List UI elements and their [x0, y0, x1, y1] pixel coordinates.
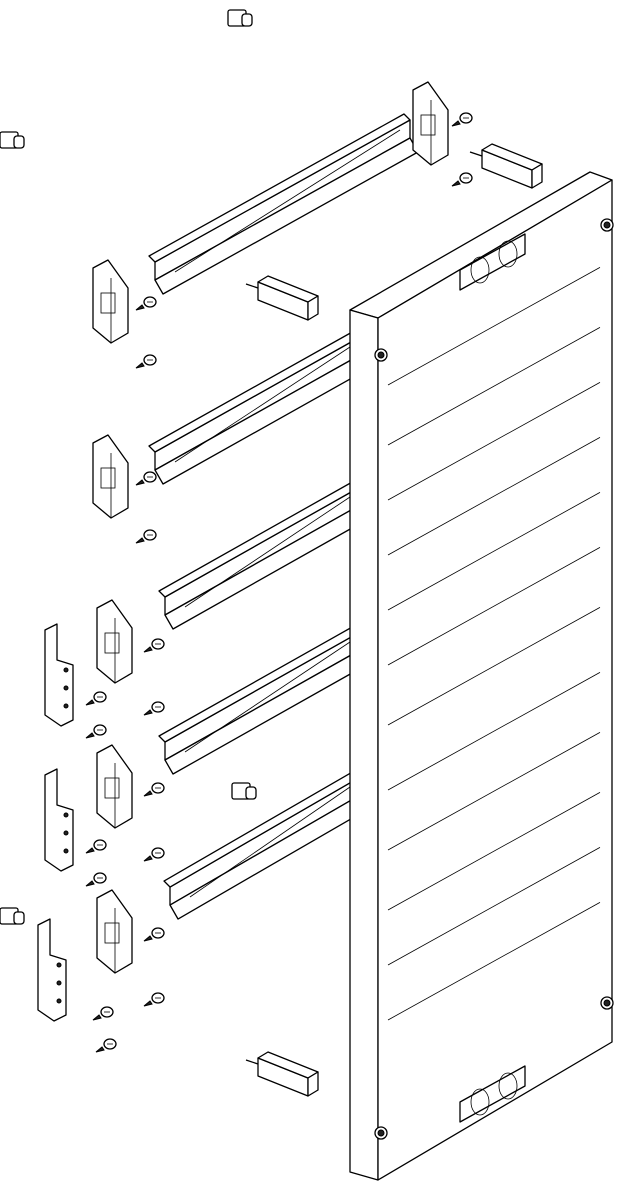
panel-label-line [387, 791, 601, 911]
screw-icon [143, 847, 165, 862]
plug-icon [0, 131, 25, 149]
mounting-rail [163, 770, 369, 920]
panel-label-line [387, 491, 601, 611]
screw-icon [92, 1006, 114, 1021]
connector-block [469, 143, 543, 189]
screw-icon [135, 529, 157, 544]
rail-bracket [96, 599, 133, 684]
screw-icon [143, 701, 165, 716]
connector-block [245, 275, 319, 321]
panel-label-line [387, 266, 601, 386]
screw-icon [451, 172, 473, 187]
mounting-rails [148, 113, 419, 920]
panel-screw-icon [374, 1126, 388, 1140]
panel-label-line [387, 901, 601, 1021]
mounting-rail [158, 480, 369, 630]
screw-icon [135, 471, 157, 486]
rail-bracket [96, 889, 133, 974]
panel-label-line [387, 846, 601, 966]
mounting-rail [148, 113, 419, 295]
plug-icon [231, 782, 257, 800]
screw-icon [451, 112, 473, 127]
rail-bracket [92, 259, 129, 344]
panel-label-line [387, 546, 601, 666]
side-clip [44, 623, 74, 727]
screw-icon [85, 839, 107, 854]
panel-screw-icon [600, 218, 614, 232]
panel-label-line [387, 731, 601, 851]
panel-label-line [387, 326, 601, 446]
side-clip [37, 918, 67, 1022]
panel-window [459, 1065, 526, 1123]
screw-icon [143, 638, 165, 653]
panel-screw-icon [374, 348, 388, 362]
plug-icon [0, 907, 25, 925]
screw-icon [143, 782, 165, 797]
screw-icon [95, 1038, 117, 1053]
rail-bracket [92, 434, 129, 519]
screw-icon [85, 872, 107, 887]
screw-icon [135, 296, 157, 311]
rail-bracket [96, 744, 133, 829]
panel-label-line [387, 381, 601, 501]
side-clip [44, 768, 74, 872]
panel-label-line [387, 436, 601, 556]
plug-icon [227, 9, 253, 27]
screw-icon [143, 927, 165, 942]
mounting-rail [148, 330, 369, 485]
panel-screw-icon [600, 996, 614, 1010]
rail-bracket [412, 81, 449, 166]
mounting-rail [158, 625, 369, 775]
screw-icon [85, 691, 107, 706]
screw-icon [143, 992, 165, 1007]
screw-icon [135, 354, 157, 369]
cover-panel [349, 171, 614, 1181]
connector-block [245, 1051, 319, 1097]
screw-icon [85, 724, 107, 739]
panel-window [459, 233, 526, 291]
panel-label-line [387, 671, 601, 791]
panel-label-line [387, 606, 601, 726]
